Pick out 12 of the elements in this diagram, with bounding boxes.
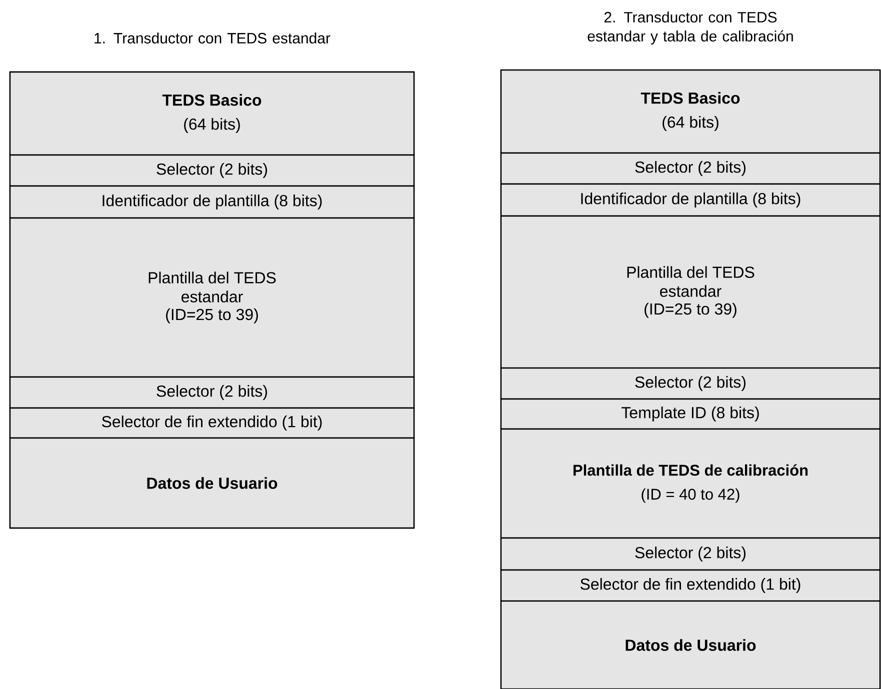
field-band: Selector (2 bits) bbox=[9, 376, 415, 409]
field-band: Selector de fin extendido (1 bit) bbox=[500, 569, 881, 602]
field-band: Selector (2 bits) bbox=[500, 152, 881, 185]
field-band: Identificador de plantilla (8 bits) bbox=[9, 185, 415, 219]
field-band: Identificador de plantilla (8 bits) bbox=[500, 183, 881, 217]
field-band: Selector (2 bits) bbox=[500, 367, 881, 400]
field-band: Template ID (8 bits) bbox=[500, 398, 881, 430]
stack-heading: 1. Transductor con TEDS estandar bbox=[94, 32, 330, 44]
field-band: Selector de fin extendido (1 bit) bbox=[9, 407, 415, 439]
field-band: Selector (2 bits) bbox=[500, 537, 881, 571]
field-band: Selector (2 bits) bbox=[9, 154, 415, 187]
stack-heading: 2. Transductor con TEDS estandar y tabla de calibración bbox=[588, 12, 793, 44]
